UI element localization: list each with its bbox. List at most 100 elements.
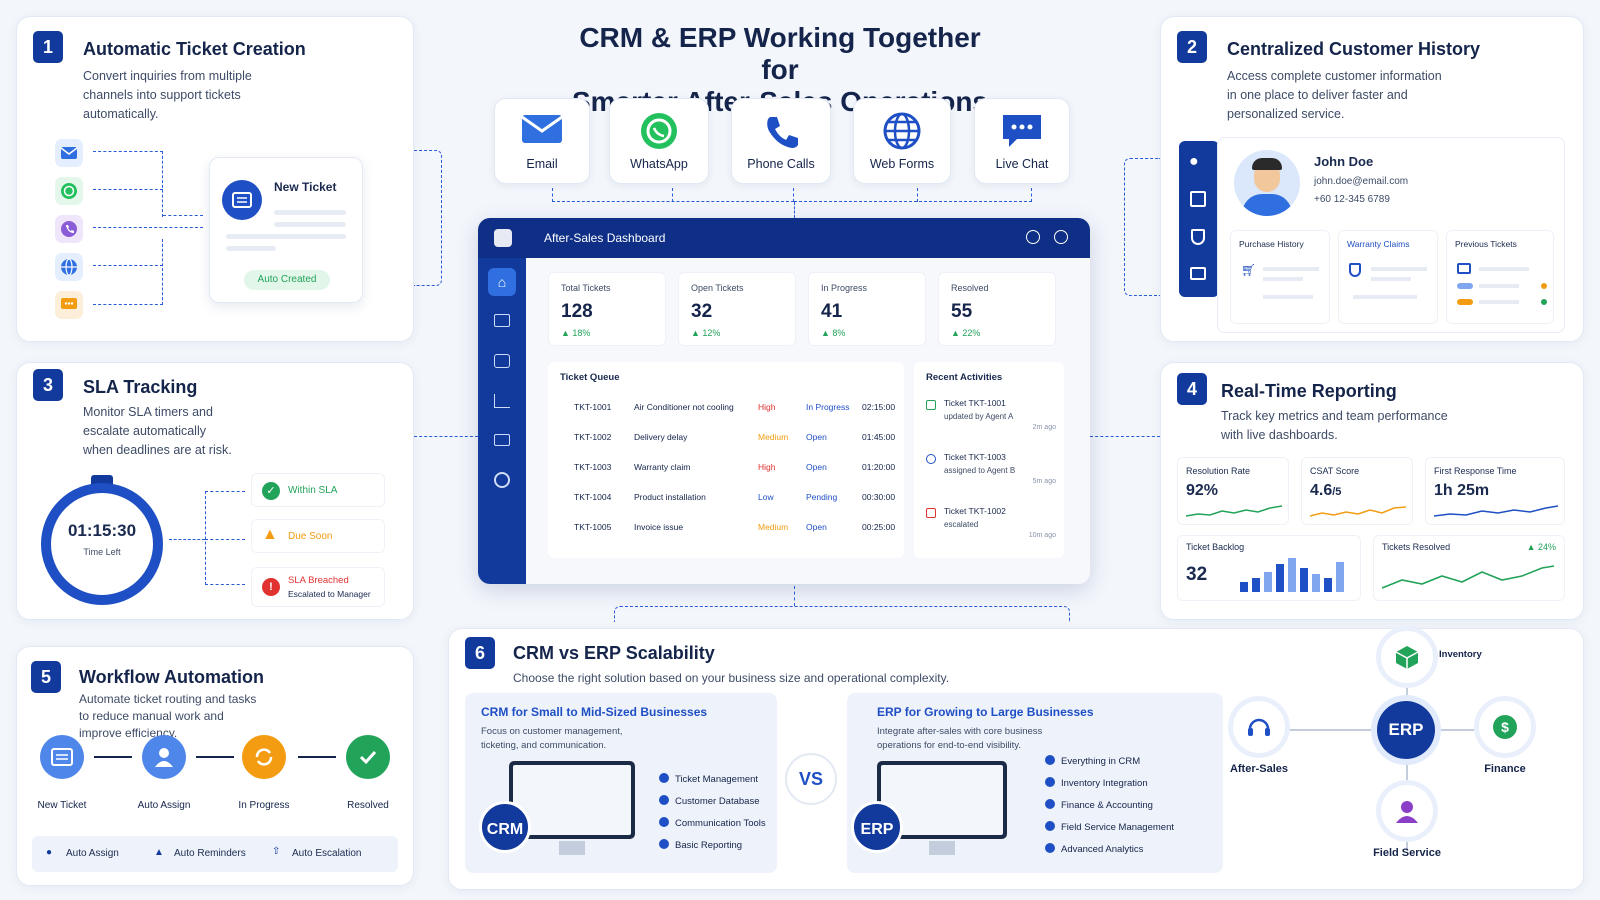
timer-label: Time Left (83, 547, 121, 557)
step-number: 4 (1177, 373, 1207, 405)
headset-icon (1248, 718, 1270, 736)
box-icon (1395, 646, 1419, 669)
tab-previous-tickets[interactable]: Previous Tickets (1446, 230, 1554, 324)
phone-icon (761, 111, 801, 156)
customer-profile: John Doe john.doe@email.com +60 12-345 6… (1217, 137, 1565, 333)
check-icon: ✓ (262, 482, 280, 500)
channel-live-chat[interactable]: Live Chat (974, 98, 1070, 184)
card-desc: Convert inquiries from multiple channels… (83, 69, 252, 121)
customer-email: john.doe@email.com (1314, 176, 1409, 187)
ticket-title: New Ticket (274, 180, 337, 194)
escalate-icon: ⇧ (272, 846, 281, 857)
activity-icon (926, 400, 936, 410)
erp-feature: Inventory Integration (1045, 777, 1148, 789)
info-icon[interactable] (1054, 230, 1068, 244)
tab-purchase-history[interactable]: Purchase History 🛒︎ (1230, 230, 1330, 324)
automation-features: ● Auto Assign ▲ Auto Reminders ⇧ Auto Es… (32, 836, 398, 872)
settings-icon[interactable] (494, 472, 510, 488)
channel-phone[interactable]: Phone Calls (731, 98, 831, 184)
card-title: SLA Tracking (83, 377, 198, 397)
sla-timer: 01:15:30 (67, 521, 137, 540)
erp-badge: ERP (851, 801, 903, 853)
connector (917, 188, 918, 202)
refresh-step-icon (242, 735, 286, 779)
bell-icon: ▲ (154, 847, 164, 858)
channel-email[interactable]: Email (494, 98, 590, 184)
kpi-in-progress: In Progress 41 ▲ 8% (808, 272, 926, 346)
dashboard-header: After-Sales Dashboard (478, 218, 1090, 258)
card-title: CRM vs ERP Scalability (513, 643, 715, 663)
envelope-icon (55, 139, 83, 167)
erp-title: ERP for Growing to Large Businesses (877, 705, 1094, 719)
backlog-bars (1240, 552, 1352, 596)
ticket-icon (222, 180, 262, 220)
dashboard-title: After-Sales Dashboard (544, 231, 666, 245)
card-desc: Access complete customer information in … (1227, 69, 1442, 121)
home-icon[interactable]: ⌂ (488, 268, 516, 296)
arrow (298, 756, 336, 758)
step-label: New Ticket (37, 800, 87, 811)
user-icon[interactable]: ● (1189, 153, 1199, 170)
erp-feature: Finance & Accounting (1045, 799, 1153, 811)
message-icon[interactable] (494, 314, 510, 327)
crm-feature: Communication Tools (659, 817, 766, 829)
resolved-line (1382, 565, 1555, 589)
erp-feature: Everything in CRM (1045, 755, 1140, 767)
ticket-backlog: Ticket Backlog 32 (1177, 535, 1361, 601)
sparkline (1310, 506, 1406, 517)
connector (93, 189, 163, 190)
shield-icon[interactable] (1191, 229, 1205, 245)
channel-web-forms[interactable]: Web Forms (853, 98, 951, 184)
warning-icon: ▲ (262, 526, 278, 543)
dashboard-sidebar: ⌂ (478, 258, 526, 584)
connector (614, 606, 1070, 622)
chat-icon (55, 291, 83, 319)
arrow (196, 756, 234, 758)
step-number: 5 (31, 661, 61, 693)
activity-icon (926, 508, 936, 518)
card-desc: Automate ticket routing and tasks to red… (79, 692, 257, 740)
tab-warranty-claims[interactable]: Warranty Claims (1338, 230, 1438, 324)
card-desc: Choose the right solution based on your … (513, 671, 950, 685)
sparkline (1186, 505, 1282, 517)
chat-icon (1001, 111, 1043, 156)
metric-resolution-rate: Resolution Rate 92% (1177, 457, 1289, 525)
channel-whatsapp[interactable]: WhatsApp (609, 98, 709, 184)
avatar (1234, 150, 1300, 216)
monitor-icon (509, 761, 635, 839)
step-number: 3 (33, 369, 63, 401)
sla-due-soon: ▲ Due Soon (251, 519, 385, 553)
ticket-icon[interactable] (1190, 267, 1206, 280)
connector (414, 436, 478, 437)
connector (93, 227, 203, 228)
dashboard-window: After-Sales Dashboard ⌂ Total Tickets 12… (478, 218, 1090, 584)
box-icon[interactable] (1190, 191, 1206, 207)
connector (1090, 436, 1160, 437)
card-title: Automatic Ticket Creation (83, 39, 306, 59)
card-desc: Track key metrics and team performance w… (1221, 409, 1448, 442)
analytics-icon[interactable] (494, 394, 510, 408)
erp-feature: Field Service Management (1045, 821, 1174, 833)
phone-icon[interactable] (494, 354, 510, 368)
kpi-open-tickets: Open Tickets 32 ▲ 12% (678, 272, 796, 346)
new-ticket-card[interactable]: New Ticket Auto Created (209, 157, 363, 303)
whatsapp-icon (639, 111, 679, 156)
user-icon: ● (46, 847, 53, 858)
connector (1124, 158, 1160, 296)
app-logo-icon (494, 229, 512, 247)
connector (169, 539, 205, 540)
card-title: Centralized Customer History (1227, 39, 1481, 59)
user-icon[interactable] (1026, 230, 1040, 244)
erp-feature: Advanced Analytics (1045, 843, 1143, 855)
metric-first-response: First Response Time 1h 25m (1425, 457, 1565, 525)
queue-title: Ticket Queue (560, 372, 620, 383)
whatsapp-icon (55, 177, 83, 205)
cart-icon[interactable] (494, 434, 510, 446)
sla-breached: ! SLA Breached Escalated to Manager (251, 567, 385, 607)
